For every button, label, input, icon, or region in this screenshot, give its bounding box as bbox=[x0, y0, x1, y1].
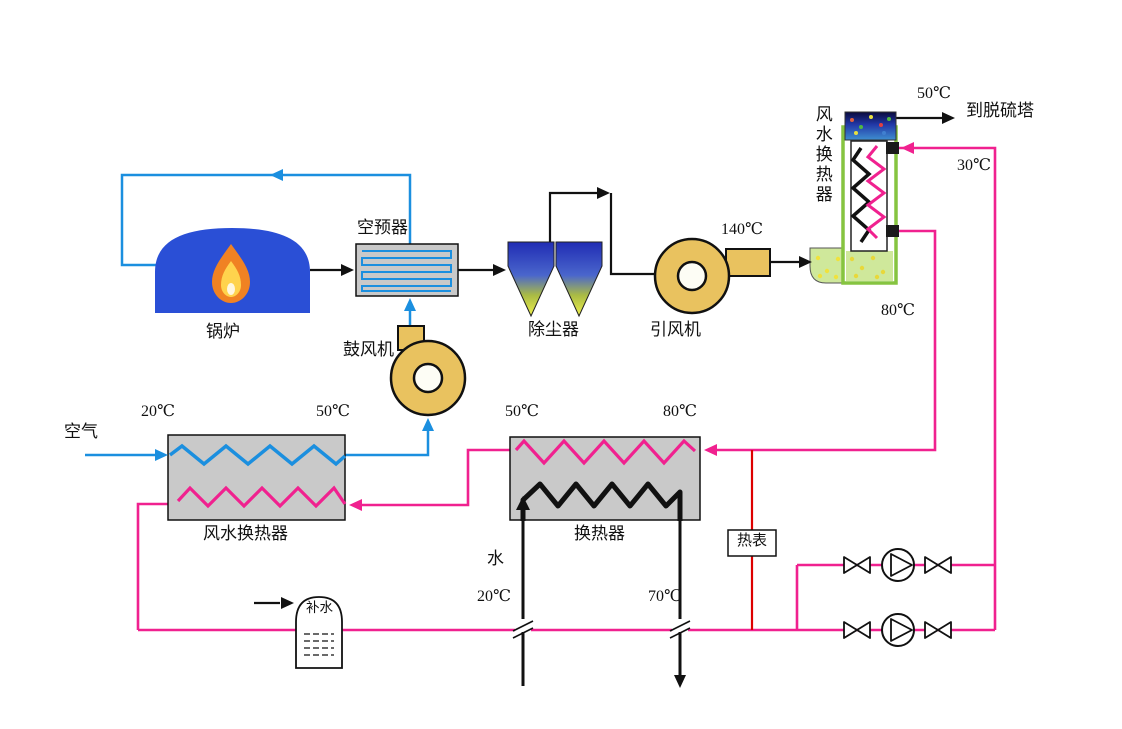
arrow-right-icon bbox=[155, 449, 168, 461]
flue-gas-hx-label: 风水换热器 bbox=[812, 105, 832, 205]
arrow-right-icon bbox=[341, 264, 354, 276]
arrow-left-icon bbox=[270, 169, 283, 181]
pump-valve-row-2 bbox=[843, 613, 952, 647]
temp-cold-water-in: 20℃ bbox=[477, 588, 511, 605]
arrow-up-icon bbox=[516, 496, 530, 510]
temp-fan-out: 140℃ bbox=[721, 221, 763, 238]
tank-body bbox=[295, 596, 343, 669]
blower-hub bbox=[412, 362, 444, 394]
preheater-coil bbox=[361, 250, 452, 292]
valve-icon bbox=[924, 621, 939, 639]
arrow-left-icon bbox=[349, 499, 362, 511]
arrow-right-icon bbox=[942, 112, 955, 124]
air-in-label: 空气 bbox=[64, 422, 98, 441]
column-gas-coil bbox=[850, 147, 872, 243]
temp-hx-water-in: 50℃ bbox=[505, 403, 539, 420]
arrow-right-icon bbox=[493, 264, 506, 276]
column-bottom-port bbox=[886, 225, 899, 237]
arrow-right-icon bbox=[799, 256, 812, 268]
heat-meter-box bbox=[727, 529, 777, 557]
air-water-hx-label: 风水换热器 bbox=[203, 524, 288, 543]
column-top-port bbox=[886, 142, 899, 154]
heat-meter-label: 热表 bbox=[737, 533, 768, 549]
dust-hopper-2 bbox=[555, 241, 603, 318]
air-coil bbox=[168, 443, 347, 467]
valve-icon bbox=[937, 621, 952, 639]
arrow-right-icon bbox=[281, 597, 294, 609]
temp-stack-out: 50℃ bbox=[917, 85, 951, 102]
arrow-up-icon bbox=[422, 418, 434, 431]
flue-gas-heat-exchanger-column bbox=[809, 111, 899, 285]
valve-icon bbox=[856, 556, 871, 574]
temp-hot-water: 80℃ bbox=[881, 302, 915, 319]
heat-exchanger-label: 换热器 bbox=[574, 524, 625, 543]
water-heat-exchanger bbox=[509, 436, 701, 521]
dust-outlet-duct bbox=[548, 191, 597, 242]
arrow-up-icon bbox=[404, 298, 416, 311]
boiler bbox=[155, 228, 310, 313]
arrowheads bbox=[155, 112, 955, 688]
fan-outlet bbox=[725, 248, 771, 277]
valve-icon bbox=[856, 621, 871, 639]
air-to-blower-line bbox=[345, 424, 430, 457]
tank-hatch bbox=[304, 633, 334, 656]
air-preheater-box bbox=[355, 243, 459, 297]
blower-label: 鼓风机 bbox=[343, 340, 394, 359]
hot-supply-line bbox=[708, 229, 937, 452]
column-inlet-elbow bbox=[809, 247, 846, 284]
pump-valve-row-1 bbox=[843, 548, 952, 582]
to-desulfurizer-label: 到脱硫塔 bbox=[966, 101, 1034, 120]
induced-draft-fan bbox=[653, 237, 771, 315]
dust-collector-label: 除尘器 bbox=[528, 320, 579, 339]
valve-icon bbox=[843, 556, 858, 574]
hx-hot-coil bbox=[514, 438, 697, 466]
valve-icon bbox=[937, 556, 952, 574]
hx-cold-coil bbox=[520, 481, 683, 521]
return-riser-line bbox=[899, 146, 997, 630]
air-preheater bbox=[355, 243, 459, 297]
pipe-break-marks bbox=[512, 619, 691, 639]
induced-fan-label: 引风机 bbox=[650, 320, 701, 339]
water-service-lines bbox=[521, 521, 682, 686]
arrow-left-icon bbox=[901, 142, 914, 154]
dust-collector bbox=[507, 241, 603, 318]
column-water-coil bbox=[865, 145, 887, 240]
water-hx-box bbox=[509, 436, 701, 521]
column-bottom-section bbox=[846, 251, 893, 281]
valve-icon bbox=[924, 556, 939, 574]
arrow-right-icon bbox=[597, 187, 610, 199]
boiler-label: 锅炉 bbox=[206, 322, 240, 341]
pump-impeller bbox=[890, 553, 913, 577]
temp-return-water: 30℃ bbox=[957, 157, 991, 174]
blower-fan bbox=[389, 325, 467, 417]
flue-gas-lines bbox=[254, 116, 942, 605]
water-in-label: 水 bbox=[487, 549, 504, 568]
hot-air-return-line bbox=[120, 173, 412, 267]
air-preheater-label: 空预器 bbox=[357, 218, 408, 237]
fan-hub bbox=[676, 260, 708, 292]
temp-air-inlet: 20℃ bbox=[141, 403, 175, 420]
dust-hopper-1 bbox=[507, 241, 555, 318]
duct-to-fan bbox=[609, 193, 658, 276]
arrow-down-icon bbox=[674, 675, 686, 688]
makeup-water-tank bbox=[295, 596, 343, 669]
valve-icon bbox=[843, 621, 858, 639]
temp-hx-water-hot: 80℃ bbox=[663, 403, 697, 420]
arrow-left-icon bbox=[704, 444, 717, 456]
pump-impeller bbox=[890, 618, 913, 642]
temp-air-outlet: 50℃ bbox=[316, 403, 350, 420]
water-coil bbox=[176, 485, 347, 509]
air-loop-lines bbox=[85, 173, 430, 457]
temp-warm-water-out: 70℃ bbox=[648, 588, 682, 605]
air-water-heat-exchanger bbox=[167, 434, 347, 521]
hx-to-airhx-line bbox=[353, 448, 516, 507]
makeup-water-label: 补水 bbox=[306, 600, 333, 615]
